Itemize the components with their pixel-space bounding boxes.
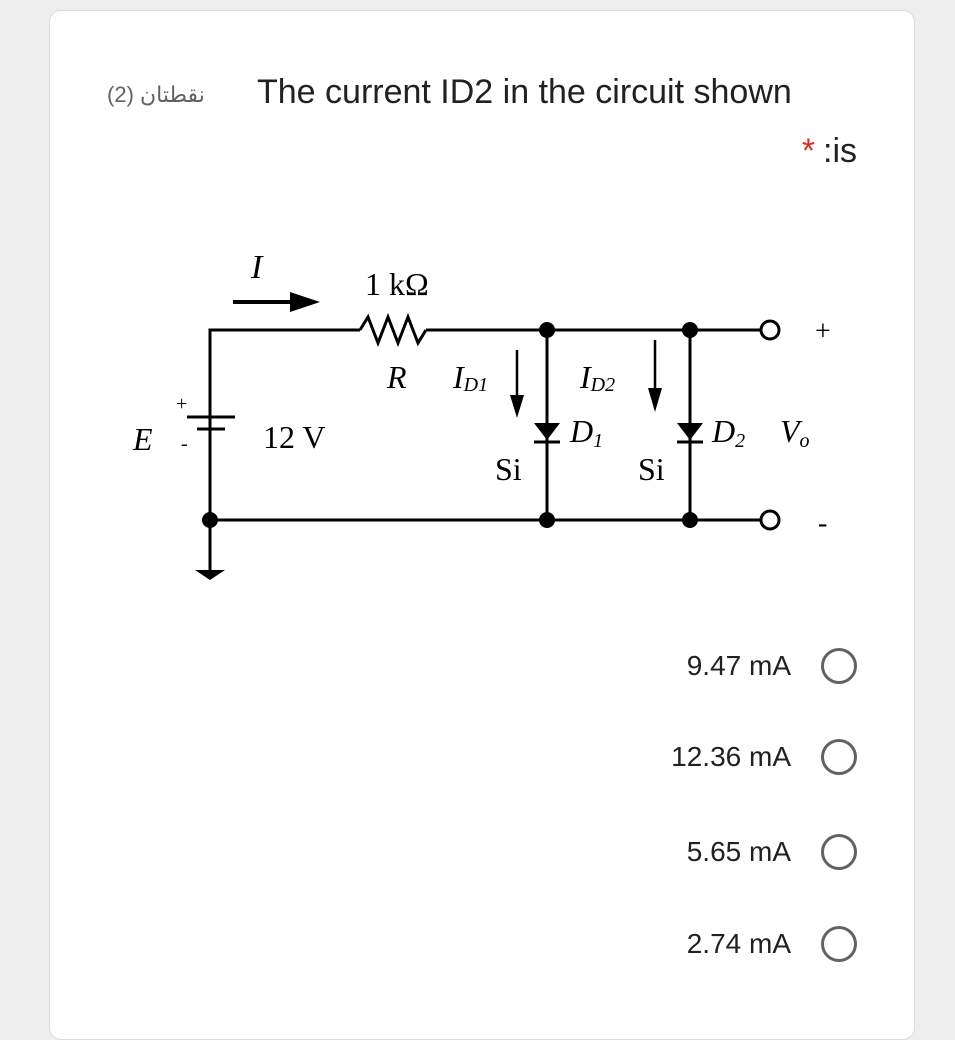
current-arrow xyxy=(290,292,320,312)
id1-label: ID1 xyxy=(452,359,488,396)
d2-label: D2 xyxy=(711,413,745,452)
question-title: The current ID2 in the circuit shown xyxy=(257,73,792,111)
id2-label: ID2 xyxy=(579,359,615,396)
points-label: نقطتان (2) xyxy=(107,82,205,107)
required-asterisk: * xyxy=(801,132,815,170)
option-2[interactable]: 12.36 mA xyxy=(671,734,857,780)
question-title-continued: *:is xyxy=(802,132,857,171)
material2-label: Si xyxy=(638,451,665,487)
circuit-diagram: I 1 kΩ R ID1 ID2 D1 D2 Vo E 12 V Si Si +… xyxy=(132,249,831,580)
option-label: 9.47 mA xyxy=(686,650,791,681)
question-title-end: :is xyxy=(823,132,857,170)
vo-label: Vo xyxy=(780,413,810,452)
option-label: 12.36 mA xyxy=(671,741,791,772)
material1-label: Si xyxy=(495,451,522,487)
node xyxy=(682,512,698,528)
radio-button[interactable] xyxy=(821,926,857,962)
id2-arrow xyxy=(648,388,662,412)
d1-label: D1 xyxy=(569,413,603,452)
voltage-label: 12 V xyxy=(263,419,326,455)
node xyxy=(202,512,218,528)
id1-arrow xyxy=(510,395,524,418)
option-3[interactable]: 5.65 mA xyxy=(687,829,857,875)
current-label: I xyxy=(250,249,264,286)
source-minus-label: - xyxy=(181,433,188,455)
option-4[interactable]: 2.74 mA xyxy=(687,921,857,967)
radio-button[interactable] xyxy=(821,834,857,870)
option-label: 5.65 mA xyxy=(686,836,791,867)
node xyxy=(539,322,555,338)
option-label: 2.74 mA xyxy=(686,928,791,959)
source-name-label: E xyxy=(132,421,153,457)
option-1[interactable]: 9.47 mA xyxy=(687,643,857,689)
ground-symbol xyxy=(195,570,225,580)
diode1-symbol xyxy=(534,423,560,440)
diode2-symbol xyxy=(677,423,703,440)
radio-button[interactable] xyxy=(821,648,857,684)
resistor-name-label: R xyxy=(386,359,407,395)
node xyxy=(539,512,555,528)
minus-label: - xyxy=(818,508,827,539)
resistor-zigzag xyxy=(358,312,428,348)
terminal-positive xyxy=(759,319,781,341)
radio-button[interactable] xyxy=(821,739,857,775)
node xyxy=(682,322,698,338)
resistance-label: 1 kΩ xyxy=(365,266,429,302)
terminal-negative xyxy=(759,509,781,531)
source-plus-label: + xyxy=(176,393,187,415)
plus-label: + xyxy=(815,316,831,347)
